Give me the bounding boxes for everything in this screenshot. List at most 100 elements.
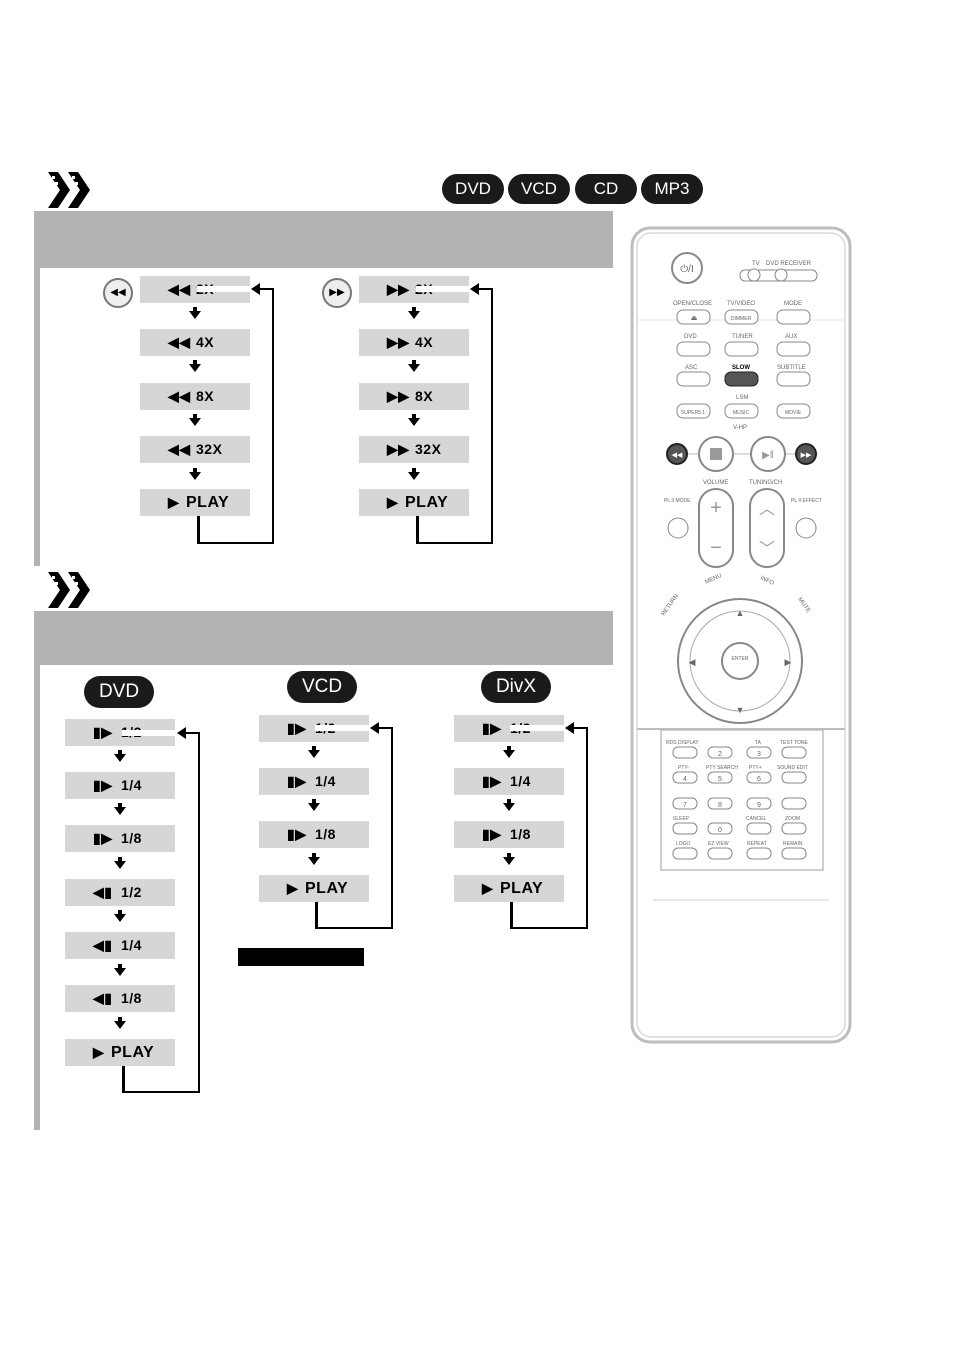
svg-text:−: − — [710, 537, 722, 559]
divx-step-1: ▮▶1/2 — [454, 715, 564, 742]
svg-text:5: 5 — [718, 776, 722, 783]
svg-text:﹀: ﹀ — [759, 540, 775, 558]
down-arrow-icon — [308, 746, 320, 758]
badge-dvd-slow: DVD — [84, 676, 154, 708]
svg-text:▶▶: ▶▶ — [801, 452, 812, 459]
svg-text:◀◀: ◀◀ — [672, 452, 683, 459]
dvd-step-3: ▮▶1/8 — [65, 825, 175, 852]
redaction-bar — [238, 948, 364, 966]
loop-line — [416, 288, 493, 544]
svg-text:4: 4 — [683, 776, 687, 783]
loop-arrow-icon — [177, 727, 186, 739]
down-arrow-icon — [114, 1017, 126, 1029]
loop-vert — [197, 516, 200, 542]
svg-text:+: + — [710, 497, 722, 519]
down-arrow-icon — [503, 799, 515, 811]
fwd-step-play: ▶PLAY — [359, 489, 469, 516]
svg-text:RDS DISPLAY: RDS DISPLAY — [666, 740, 699, 746]
loop-vert — [510, 902, 513, 927]
svg-text:MODE: MODE — [784, 301, 802, 307]
loop-cover — [197, 286, 255, 292]
svg-text:TUNER: TUNER — [732, 334, 753, 340]
svg-text:PTY SEARCH: PTY SEARCH — [706, 765, 738, 771]
svg-text:MUSIC: MUSIC — [733, 410, 750, 416]
svg-text:EZ VIEW: EZ VIEW — [708, 841, 729, 847]
section-band-slow — [34, 611, 613, 665]
loop-cover — [510, 725, 568, 731]
skip-forward-icon[interactable]: ▶▶ — [322, 278, 352, 308]
badge-cd: CD — [575, 174, 637, 204]
divx-step-3: ▮▶1/8 — [454, 821, 564, 848]
down-arrow-icon — [408, 468, 420, 480]
loop-line — [197, 288, 274, 544]
svg-text:OPEN/CLOSE: OPEN/CLOSE — [673, 301, 712, 307]
loop-cover — [315, 725, 373, 731]
svg-text:CANCEL: CANCEL — [746, 816, 767, 822]
chevron-icon — [48, 172, 90, 208]
loop-arrow-icon — [565, 722, 574, 734]
remote-control: ⏻/I TV DVD RECEIVER OPEN/CLOSE TV/VIDEO … — [630, 226, 852, 1044]
loop-vert — [122, 1066, 125, 1091]
svg-text:VOLUME: VOLUME — [703, 480, 728, 486]
svg-text:TEST TONE: TEST TONE — [780, 740, 808, 746]
skip-back-icon[interactable] — [666, 443, 688, 465]
down-arrow-icon — [189, 360, 201, 372]
svg-text:INFO: INFO — [759, 575, 775, 587]
down-arrow-icon — [308, 853, 320, 865]
down-arrow-icon — [503, 746, 515, 758]
svg-text:PL II EFFECT: PL II EFFECT — [791, 498, 822, 504]
badge-vcd: VCD — [508, 174, 570, 204]
svg-text:SOUND EDIT: SOUND EDIT — [777, 765, 808, 771]
svg-text:◀: ◀ — [689, 657, 696, 667]
chevron-icon — [48, 572, 90, 608]
svg-text:LSM: LSM — [736, 395, 748, 401]
down-arrow-icon — [114, 857, 126, 869]
vcd-step-play: ▶PLAY — [259, 875, 369, 902]
play-pause-button[interactable] — [750, 436, 786, 472]
loop-cover — [416, 286, 474, 292]
loop-vert — [315, 902, 318, 927]
svg-text:TA: TA — [755, 740, 762, 746]
section-band-search — [34, 211, 613, 268]
down-arrow-icon — [114, 803, 126, 815]
down-arrow-icon — [408, 307, 420, 319]
rev-step-4: ◀◀32X — [140, 436, 250, 463]
svg-text:0: 0 — [718, 827, 722, 834]
svg-text:⏏: ⏏ — [691, 315, 698, 322]
svg-text:ZOOM: ZOOM — [785, 816, 800, 822]
svg-text:SLOW: SLOW — [732, 365, 750, 371]
dvd-step-2: ▮▶1/4 — [65, 772, 175, 799]
svg-text:︿: ︿ — [759, 501, 775, 518]
svg-text:SUBTITLE: SUBTITLE — [777, 365, 806, 371]
svg-text:TUNING/CH: TUNING/CH — [749, 480, 782, 486]
dvd-step-5: ◀▮1/4 — [65, 932, 175, 959]
section-bar-search — [34, 268, 40, 566]
svg-text:DIMMER: DIMMER — [731, 316, 752, 322]
divx-step-2: ▮▶1/4 — [454, 768, 564, 795]
skip-back-icon[interactable]: ◀◀ — [103, 278, 133, 308]
svg-text:SUPER5.1: SUPER5.1 — [681, 410, 705, 416]
skip-forward-icon[interactable] — [795, 443, 817, 465]
down-arrow-icon — [189, 468, 201, 480]
rev-step-3: ◀◀8X — [140, 383, 250, 410]
badge-vcd-slow: VCD — [287, 671, 357, 703]
enter-button[interactable] — [721, 642, 759, 680]
dvd-step-6: ◀▮1/8 — [65, 985, 175, 1012]
loop-arrow-icon — [470, 283, 479, 295]
down-arrow-icon — [114, 750, 126, 762]
svg-text:9: 9 — [757, 802, 761, 809]
svg-text:PTY+: PTY+ — [749, 765, 762, 771]
svg-text:REPEAT: REPEAT — [747, 841, 767, 847]
power-button[interactable] — [671, 252, 703, 284]
loop-line — [122, 732, 200, 1093]
fwd-step-2: ▶▶4X — [359, 329, 469, 356]
svg-text:PL II MODE: PL II MODE — [664, 498, 691, 504]
svg-text:6: 6 — [757, 776, 761, 783]
slow-button[interactable] — [724, 371, 759, 387]
svg-text:▶‖: ▶‖ — [762, 450, 774, 461]
fwd-step-3: ▶▶8X — [359, 383, 469, 410]
svg-text:AUX: AUX — [785, 334, 797, 340]
dvd-step-4: ◀▮1/2 — [65, 879, 175, 906]
down-arrow-icon — [189, 307, 201, 319]
svg-text:DVD RECEIVER: DVD RECEIVER — [766, 261, 812, 267]
